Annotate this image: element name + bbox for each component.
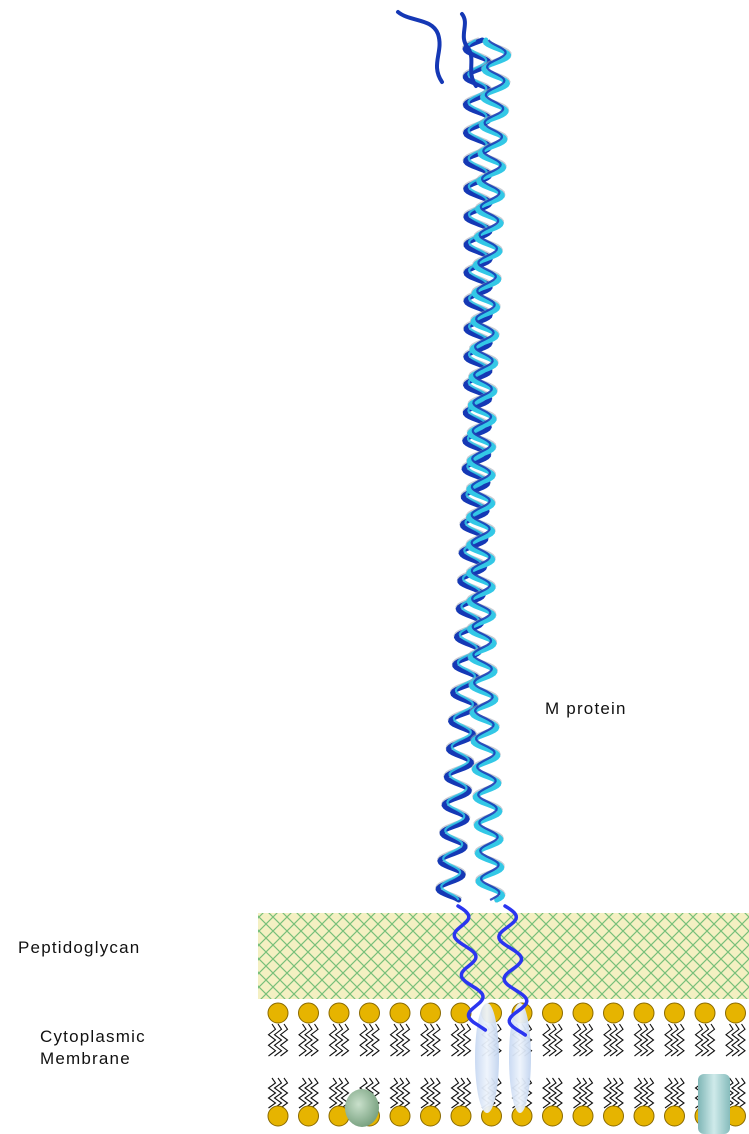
lipid-head (299, 1003, 319, 1023)
lipid-tail (330, 1078, 337, 1108)
lipid-head (573, 1003, 593, 1023)
lipid-head (634, 1106, 654, 1126)
lipid-tail (543, 1078, 550, 1108)
lipid-tail (574, 1078, 581, 1108)
lipid-tail (391, 1024, 398, 1056)
lipid-tail (604, 1024, 611, 1056)
m-protein-coiled-coil (398, 12, 509, 900)
lipid-head (299, 1106, 319, 1126)
lipid-head (390, 1106, 410, 1126)
lipid-head (543, 1003, 563, 1023)
lipid-head (604, 1003, 624, 1023)
lipid-head (695, 1003, 715, 1023)
lipid-tail (269, 1024, 276, 1056)
membrane-label-line2: Membrane (40, 1049, 131, 1068)
lipid-tail (421, 1078, 428, 1108)
lipid-bilayer (268, 1003, 746, 1126)
peptidoglycan-layer (258, 913, 749, 999)
lipid-tail (543, 1024, 550, 1056)
transmembrane-segment-left (475, 1003, 499, 1113)
lipid-head (634, 1003, 654, 1023)
lipid-head (390, 1003, 410, 1023)
lipid-tail (452, 1078, 459, 1108)
lipid-tail (635, 1024, 642, 1056)
lipid-head (451, 1106, 471, 1126)
lipid-head (360, 1003, 380, 1023)
lipid-tail (269, 1078, 276, 1108)
teal-membrane-protein (698, 1074, 730, 1134)
m-protein-label: M protein (545, 698, 627, 720)
lipid-tail (726, 1024, 733, 1056)
lipid-tail (452, 1024, 459, 1056)
lipid-head (543, 1106, 563, 1126)
lipid-head (268, 1106, 288, 1126)
lipid-tail (635, 1078, 642, 1108)
green-membrane-protein (345, 1089, 379, 1127)
lipid-head (421, 1003, 441, 1023)
lipid-tail (604, 1078, 611, 1108)
helix-tip-left (398, 12, 442, 82)
peptidoglycan-label: Peptidoglycan (18, 937, 140, 959)
lipid-head (329, 1003, 349, 1023)
lipid-tail (360, 1024, 367, 1056)
lipid-head (665, 1106, 685, 1126)
lipid-head (421, 1106, 441, 1126)
lipid-head (268, 1003, 288, 1023)
lipid-tail (330, 1024, 337, 1056)
lipid-head (604, 1106, 624, 1126)
lipid-tail (299, 1024, 306, 1056)
lipid-head (665, 1003, 685, 1023)
lipid-head (726, 1003, 746, 1023)
lipid-head (573, 1106, 593, 1126)
lipid-tail (574, 1024, 581, 1056)
lipid-tail (299, 1078, 306, 1108)
lipid-tail (665, 1078, 672, 1108)
transmembrane-segment-right (509, 1003, 531, 1113)
cytoplasmic-membrane-label: Cytoplasmic Membrane (40, 1026, 146, 1070)
lipid-tail (391, 1078, 398, 1108)
lipid-tail (696, 1024, 703, 1056)
lipid-tail (665, 1024, 672, 1056)
lipid-tails (269, 1024, 746, 1108)
membrane-label-line1: Cytoplasmic (40, 1027, 146, 1046)
lipid-tail (421, 1024, 428, 1056)
lipid-heads (268, 1003, 746, 1126)
